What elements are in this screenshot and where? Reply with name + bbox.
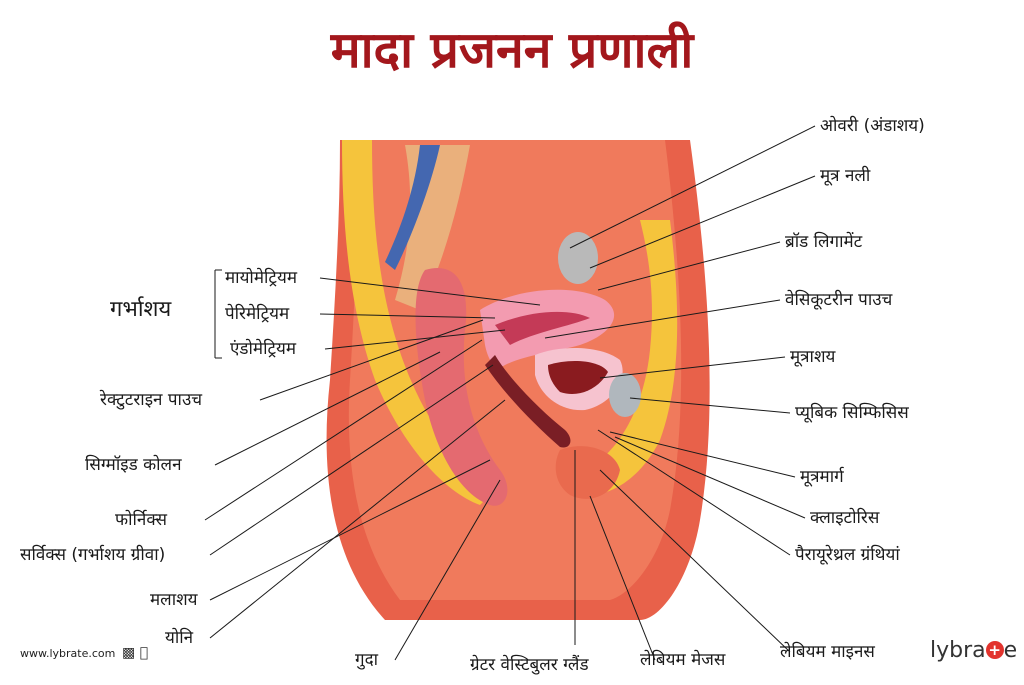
label-cervix: सर्विक्स (गर्भाशय ग्रीवा) bbox=[20, 545, 166, 565]
vagina bbox=[485, 355, 571, 448]
label-sigmoid-colon: सिग्मॉइड कोलन bbox=[85, 455, 182, 475]
ovary bbox=[558, 232, 598, 284]
spine bbox=[370, 145, 470, 310]
endometrium-cavity bbox=[495, 311, 590, 345]
label-vesicouterine-pouch: वेसिकूटरीन पाउच bbox=[785, 290, 893, 310]
label-endometrium: एंडोमेट्रियम bbox=[230, 339, 297, 359]
label-broad-ligament: ब्रॉड लिगामेंट bbox=[785, 232, 863, 252]
leader-lines bbox=[204, 125, 816, 661]
label-fornix: फोर्निक्स bbox=[115, 510, 168, 530]
label-perimetrium: पेरिमेट्रियम bbox=[225, 304, 290, 324]
label-vagina: योनि bbox=[165, 628, 194, 648]
label-clitoris: क्लाइटोरिस bbox=[810, 508, 880, 528]
label-urethra: मूत्रमार्ग bbox=[800, 467, 844, 487]
website-url[interactable]: www.lybrate.com bbox=[20, 647, 116, 660]
labia bbox=[555, 446, 620, 499]
brand-logo: lybra+e bbox=[930, 638, 1017, 663]
label-rectouterine-pouch: रेक्टुटराइन पाउच bbox=[100, 390, 203, 410]
label-paraurethral-glands: पैरायूरेथ्रल ग्रंथियां bbox=[795, 545, 900, 565]
label-rectum: मलाशय bbox=[150, 590, 198, 610]
android-icon[interactable]: ▩ bbox=[122, 645, 136, 661]
fat-layer-front bbox=[590, 220, 678, 495]
page-title: मादा प्रजनन प्रणाली bbox=[330, 21, 694, 79]
label-pubic-symphysis: प्यूबिक सिम्फिसिस bbox=[795, 403, 909, 423]
rectum bbox=[415, 268, 508, 506]
brand-name-start: lybra bbox=[930, 638, 986, 663]
label-anus: गुदा bbox=[355, 650, 379, 670]
app-store-icons: ▩  bbox=[122, 645, 148, 661]
spinal-cord bbox=[385, 145, 440, 270]
label-ureter: मूत्र नली bbox=[820, 166, 871, 186]
bladder-inner bbox=[548, 360, 608, 394]
brand-name-end: e bbox=[1003, 638, 1018, 663]
fat-layer-back bbox=[342, 140, 500, 505]
label-greater-vestibular-gland: ग्रेटर वेस्टिबुलर ग्लैंड bbox=[470, 655, 589, 675]
label-ovary: ओवरी (अंडाशय) bbox=[820, 116, 925, 136]
apple-icon[interactable]:  bbox=[140, 645, 148, 661]
label-bladder: मूत्राशय bbox=[790, 347, 836, 367]
pubic-symphysis bbox=[609, 373, 641, 417]
label-uterus-group: गर्भाशय bbox=[110, 297, 172, 322]
plus-icon: + bbox=[985, 641, 1004, 659]
label-labium-minus: लेबियम माइनस bbox=[780, 642, 875, 662]
label-labium-majus: लेबियम मेजस bbox=[640, 650, 726, 670]
label-myometrium: मायोमेट्रियम bbox=[225, 268, 297, 288]
